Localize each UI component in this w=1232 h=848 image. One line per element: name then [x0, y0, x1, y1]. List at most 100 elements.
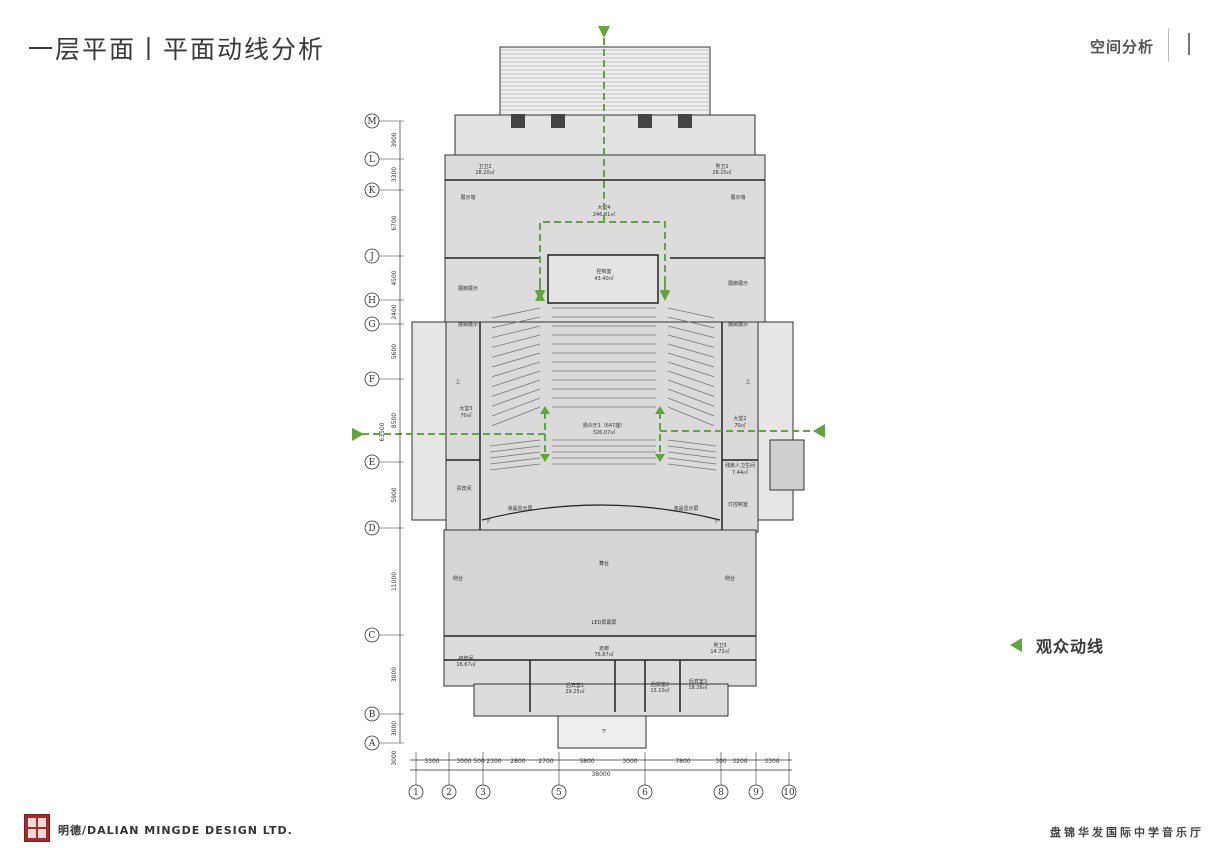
room-storage-area: 16.67㎡ — [456, 661, 475, 668]
seat-row-left — [491, 361, 541, 378]
stair-up-right: 上 — [745, 378, 750, 385]
header-divider — [1168, 28, 1169, 62]
path-arrows — [352, 26, 825, 462]
seat-row-right — [667, 325, 715, 338]
section-label: 空间分析 — [1089, 38, 1154, 56]
seat-row-right — [667, 388, 715, 407]
seat-row-right — [667, 343, 715, 358]
stair-down-back: 下 — [601, 729, 606, 735]
seat-row-lower-right — [667, 439, 717, 447]
canopy-column-1 — [551, 114, 565, 128]
room-wc-left: 卫卫2 — [478, 164, 491, 170]
seat-row-lower-left — [489, 445, 541, 453]
row-axis-label-A: A — [368, 739, 376, 749]
building — [411, 46, 805, 749]
seat-row-right — [667, 334, 715, 348]
path-lobby — [535, 221, 666, 301]
room-prep: 贵宾间 — [456, 485, 471, 492]
project-name: 盘锦华发国际中学音乐厅 — [1050, 826, 1204, 839]
total-vertical-dim: 63500 — [379, 422, 386, 441]
canopy-column-3 — [678, 114, 692, 128]
col-dim-2: 500 — [473, 758, 485, 765]
room-display-wall-right: 展示墙 — [730, 194, 745, 201]
seat-row-right — [667, 397, 715, 417]
row-axis-label-K: K — [369, 186, 376, 196]
seat-row-left — [491, 316, 541, 329]
arrow-hall-right-down — [655, 454, 665, 462]
row-dimensions: 3900330067004500240056008500590011000300… — [391, 132, 398, 765]
col-dim-10: 3200 — [732, 758, 747, 765]
seat-row-left — [491, 334, 541, 348]
room-led-screen: LED屏幕屏 — [592, 619, 617, 626]
room-wc-left-area: 28.20㎡ — [475, 169, 494, 176]
row-dim-3: 4500 — [391, 270, 398, 285]
col-axis-label-10: 10 — [783, 788, 795, 798]
room-display2: 展廊展示 — [728, 280, 748, 287]
col-axis-label-8: 8 — [718, 788, 724, 798]
room-corridor-area: 76.87㎡ — [594, 651, 613, 658]
arrow-hall-left-up — [540, 406, 550, 414]
room-display1: 展廊展示 — [458, 285, 478, 292]
arrow-lobby-right — [660, 290, 670, 298]
row-axis-label-F: F — [369, 375, 375, 385]
dimension-lines — [399, 121, 792, 771]
canopy-column-0 — [511, 114, 525, 128]
room-rest1: 后宾室1 — [566, 682, 584, 689]
back-stairs — [557, 715, 647, 749]
row-dim-11: 3000 — [391, 750, 398, 765]
seat-row-left — [491, 307, 541, 319]
company-name: 明德/DALIAN MINGDE DESIGN LTD. — [58, 824, 293, 837]
row-axis-label-J: J — [369, 252, 374, 262]
room-wc3-area: 14.72㎡ — [710, 648, 729, 655]
seat-row-lower-left — [489, 439, 541, 447]
row-dim-0: 3900 — [391, 132, 398, 147]
col-dim-1: 3000 — [456, 758, 471, 765]
col-axis-label-3: 3 — [480, 788, 486, 798]
room-led-right: 液晶显示屏 — [673, 505, 698, 512]
row-dim-10: 3000 — [391, 721, 398, 736]
room-wing-left: 侧台 — [453, 575, 463, 582]
row-dim-2: 6700 — [391, 215, 398, 230]
stair-down-left: 下 — [485, 519, 490, 525]
stair-down-right: 下 — [713, 519, 718, 525]
arrow-lobby-left — [535, 290, 545, 298]
seat-row-lower-right — [667, 463, 717, 471]
row-dim-8: 11000 — [391, 572, 398, 591]
col-dim-4: 2800 — [510, 758, 525, 765]
seat-row-lower-right — [667, 445, 717, 453]
page-title: 一层平面丨平面动线分析 — [28, 35, 326, 64]
col-axis-label-6: 6 — [642, 788, 648, 798]
row-dim-5: 5600 — [391, 344, 398, 359]
legend-audience-flow: 观众动线 — [1010, 633, 1104, 657]
seat-row-lower-left — [489, 457, 541, 465]
room-lobby2: 大堂2 — [733, 415, 746, 422]
room-wc-right: 男卫2 — [715, 164, 728, 170]
seat-row-right — [667, 406, 715, 427]
row-axis-label-G: G — [368, 320, 375, 330]
room-hall: 观众厅1（647座） — [583, 422, 626, 429]
partitions — [444, 179, 765, 712]
back-block — [443, 635, 757, 687]
room-wing-right: 侧台 — [725, 575, 735, 582]
legend-arrow-icon — [1010, 638, 1022, 652]
row-axis-label-M: M — [367, 117, 376, 127]
auditorium-seats — [489, 307, 717, 471]
room-labels: 大堂4 246.81㎡ 卫卫2 28.20㎡ 男卫2 28.20㎡ 展示墙 展示… — [453, 164, 755, 735]
seat-row-left — [491, 379, 541, 397]
col-axis-label-1: 1 — [413, 788, 419, 798]
row-axis-label-B: B — [369, 710, 376, 720]
row-axis-label-E: E — [369, 458, 376, 468]
seat-row-left — [491, 352, 541, 368]
legend-label: 观众动线 — [1036, 637, 1105, 656]
room-wc3: 男卫3 — [713, 643, 726, 649]
room-control-area: 43.40㎡ — [594, 275, 613, 282]
room-corridor: 走廊 — [599, 645, 609, 652]
room-storage: 存放间 — [458, 655, 473, 662]
col-axis-label-2: 2 — [446, 788, 452, 798]
row-axis-label-H: H — [368, 296, 376, 306]
stair-up-left: 上 — [455, 378, 460, 385]
seat-row-lower-right — [667, 457, 717, 465]
